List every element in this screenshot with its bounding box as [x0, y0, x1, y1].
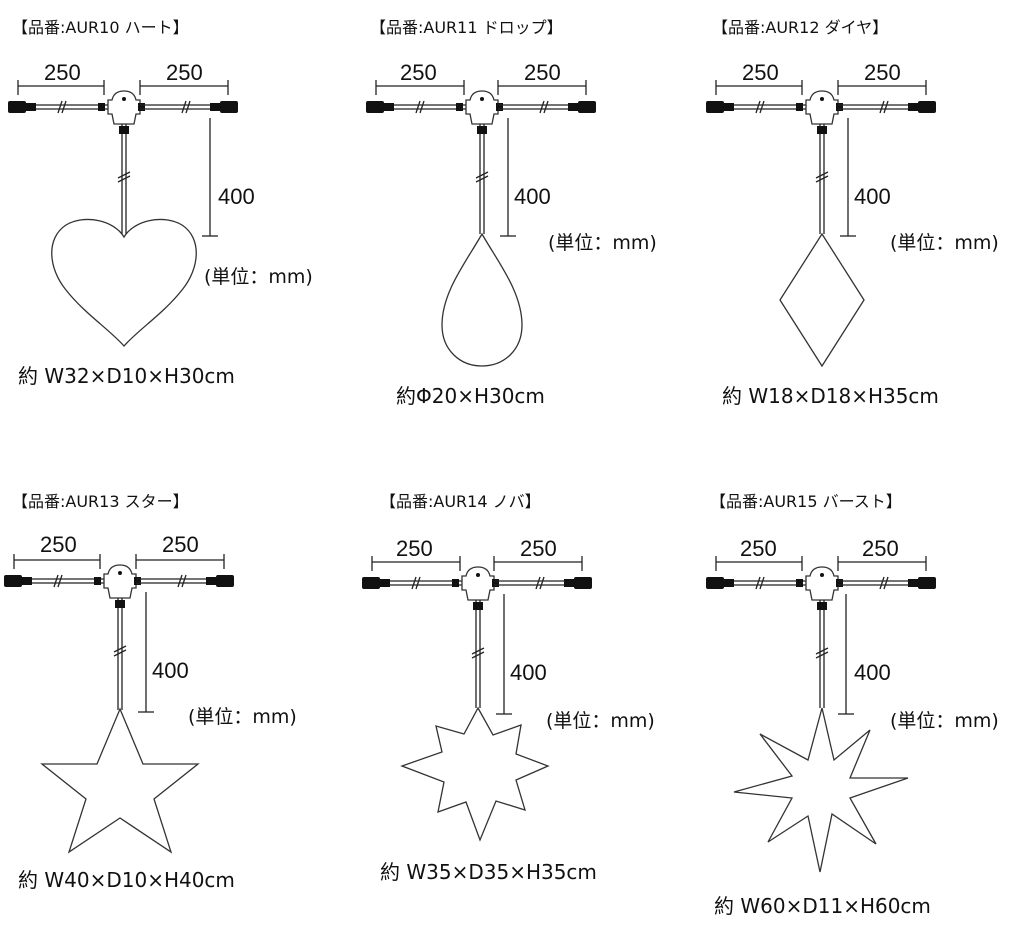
product-size-label: 約Φ20×H30cm: [396, 384, 545, 408]
star-ornament: [40, 707, 200, 854]
cable-assembly: [4, 554, 234, 713]
dimension-drop-label: 400: [514, 184, 551, 209]
burst-ornament: [733, 707, 909, 873]
nova-ornament: [400, 706, 550, 842]
product-panel-aur12: 【品番:AUR12 ダイヤ】 250 250 400 (単位：mm) 約 W18…: [700, 0, 1024, 460]
dimension-right-label: 250: [520, 536, 557, 561]
wiring-diagram: [706, 80, 936, 368]
product-panel-aur13: 【品番:AUR13 スター】 250 250 400 (単位：mm) 約 W40…: [0, 472, 340, 932]
dimension-drop-label: 400: [152, 658, 189, 683]
dimension-right-label: 250: [862, 536, 899, 561]
cable-assembly: [366, 80, 596, 237]
wiring-diagram: [366, 80, 596, 367]
cable-assembly: [706, 80, 936, 237]
dimension-right-label: 250: [524, 60, 561, 85]
product-panel-aur14: 【品番:AUR14 ノバ】 250 250 400 (単位：mm) 約 W35×…: [356, 472, 696, 932]
dimension-left-label: 250: [40, 532, 77, 557]
product-size-label: 約 W35×D35×H35cm: [380, 860, 597, 884]
dimension-right-label: 250: [162, 532, 199, 557]
unit-label: (単位：mm): [548, 232, 657, 254]
wiring-diagram: [362, 556, 592, 842]
dimension-right-label: 250: [166, 60, 203, 85]
dimension-left-label: 250: [742, 60, 779, 85]
wiring-diagram: [8, 80, 238, 347]
product-title: 【品番:AUR11 ドロップ】: [370, 18, 563, 37]
dimension-drop-label: 400: [854, 184, 891, 209]
product-size-label: 約 W60×D11×H60cm: [714, 894, 931, 918]
unit-label: (単位：mm): [890, 232, 999, 254]
dimension-left-label: 250: [400, 60, 437, 85]
product-panel-aur11: 【品番:AUR11 ドロップ】 250 250 400 (単位：mm) 約Φ20…: [356, 0, 696, 460]
cable-assembly: [706, 556, 936, 715]
product-panel-aur15: 【品番:AUR15 バースト】 250 250 400 (単位：mm) 約 W6…: [700, 472, 1024, 932]
cable-assembly: [8, 80, 238, 237]
dimension-left-label: 250: [740, 536, 777, 561]
product-panel-aur10: 【品番:AUR10 ハート】 250 250 400 (単位：mm) 約 W32…: [0, 0, 340, 460]
unit-label: (単位：mm): [188, 706, 297, 728]
product-title: 【品番:AUR14 ノバ】: [380, 492, 541, 511]
dimension-drop-label: 400: [510, 660, 547, 685]
product-size-label: 約 W40×D10×H40cm: [18, 868, 235, 892]
wiring-diagram: [4, 554, 234, 854]
cable-assembly: [362, 556, 592, 715]
unit-label: (単位：mm): [890, 710, 999, 732]
product-size-label: 約 W32×D10×H30cm: [18, 364, 235, 388]
dimension-drop-label: 400: [218, 184, 255, 209]
dimension-right-label: 250: [864, 60, 901, 85]
unit-label: (単位：mm): [546, 710, 655, 732]
wiring-diagram: [706, 556, 936, 873]
product-title: 【品番:AUR10 ハート】: [12, 18, 189, 37]
dimension-left-label: 250: [396, 536, 433, 561]
dimension-left-label: 250: [44, 60, 81, 85]
heart-ornament: [51, 218, 197, 347]
diamond-ornament: [779, 232, 865, 368]
product-title: 【品番:AUR13 スター】: [12, 492, 189, 511]
product-title: 【品番:AUR12 ダイヤ】: [712, 18, 889, 37]
product-size-label: 約 W18×D18×H35cm: [722, 384, 939, 408]
product-title: 【品番:AUR15 バースト】: [710, 492, 902, 511]
drop-ornament: [441, 232, 523, 367]
unit-label: (単位：mm): [204, 266, 313, 288]
dimension-drop-label: 400: [854, 660, 891, 685]
